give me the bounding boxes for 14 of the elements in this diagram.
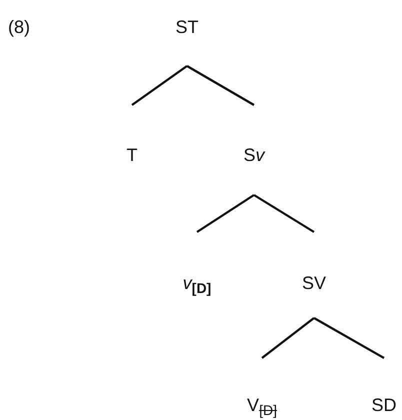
tree-node-label: SD	[372, 358, 396, 419]
tree-branch	[131, 65, 188, 106]
tree-node-label: Sv	[244, 105, 264, 195]
tree-branch	[313, 317, 385, 359]
tree-node-label: T	[126, 105, 138, 168]
tree-node-label: ST	[176, 14, 198, 66]
tree-branch	[261, 317, 315, 359]
tree-node-label: SV	[302, 232, 326, 318]
example-number: (8)	[8, 16, 30, 38]
tree-branch	[196, 194, 255, 233]
tree-branch	[186, 65, 255, 106]
tree-branch	[253, 194, 315, 233]
tree-node-label: v$_{[D]}$	[182, 232, 212, 298]
tree-node-label: V$_{[D]}$	[247, 358, 277, 419]
